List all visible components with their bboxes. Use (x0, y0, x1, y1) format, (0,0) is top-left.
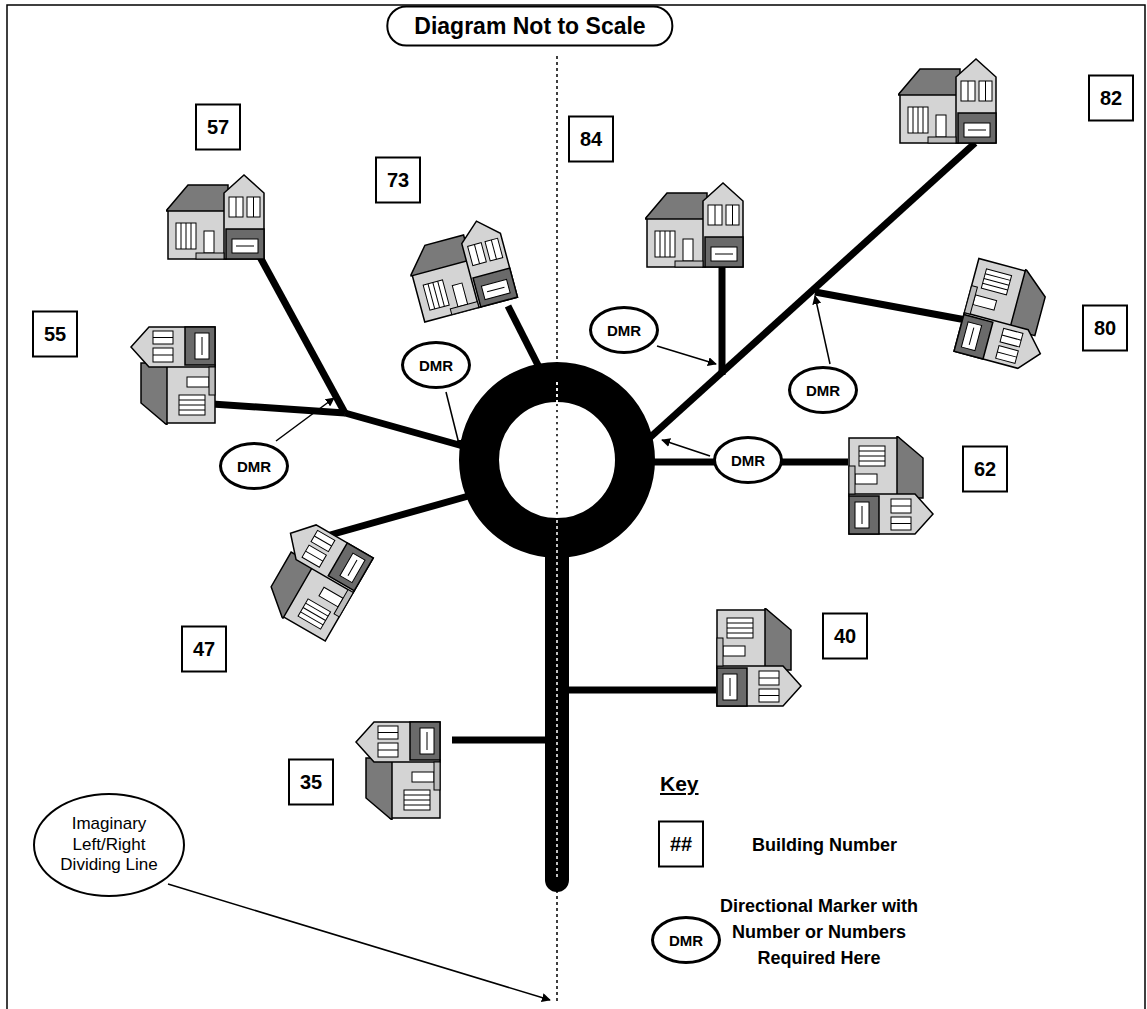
node-text: 80 (1094, 317, 1116, 340)
building-number: 73 (375, 157, 421, 204)
title-pill: Diagram Not to Scale (386, 6, 673, 47)
building-number: 62 (962, 446, 1008, 493)
node-text: 84 (580, 128, 602, 151)
node-text: 57 (207, 116, 229, 139)
building-number: 35 (288, 759, 334, 806)
directional-marker: DMR (401, 341, 471, 389)
building-number: ## (658, 821, 704, 868)
node-text: DMR (731, 452, 765, 469)
node-text: 62 (974, 458, 996, 481)
directional-marker: DMR (713, 436, 783, 484)
building-number: 40 (822, 613, 868, 660)
building-number: 47 (181, 626, 227, 673)
directional-marker: DMR (589, 306, 659, 354)
building-number: 80 (1082, 305, 1128, 352)
building-number: 57 (195, 104, 241, 151)
node-text: Imaginary Left/Right Dividing Line (53, 814, 165, 875)
key-heading: Key (660, 772, 699, 796)
node-text: 73 (387, 169, 409, 192)
directional-marker: DMR (651, 916, 721, 964)
directional-marker: DMR (219, 442, 289, 490)
node-text: DMR (419, 357, 453, 374)
node-text: 35 (300, 771, 322, 794)
node-text: ## (670, 833, 692, 856)
node-text: DMR (669, 932, 703, 949)
callout-ellipse: Imaginary Left/Right Dividing Line (33, 793, 185, 897)
directional-marker: DMR (788, 366, 858, 414)
legend-text: Directional Marker with Number or Number… (713, 893, 925, 971)
node-text: 55 (44, 323, 66, 346)
building-number: 82 (1088, 75, 1134, 122)
node-text: 47 (193, 638, 215, 661)
building-number: 84 (568, 116, 614, 163)
node-text: DMR (806, 382, 840, 399)
node-text: DMR (607, 322, 641, 339)
legend-text: Building Number (752, 832, 897, 858)
node-text: DMR (237, 458, 271, 475)
node-text: 82 (1100, 87, 1122, 110)
building-number: 55 (32, 311, 78, 358)
node-text: 40 (834, 625, 856, 648)
